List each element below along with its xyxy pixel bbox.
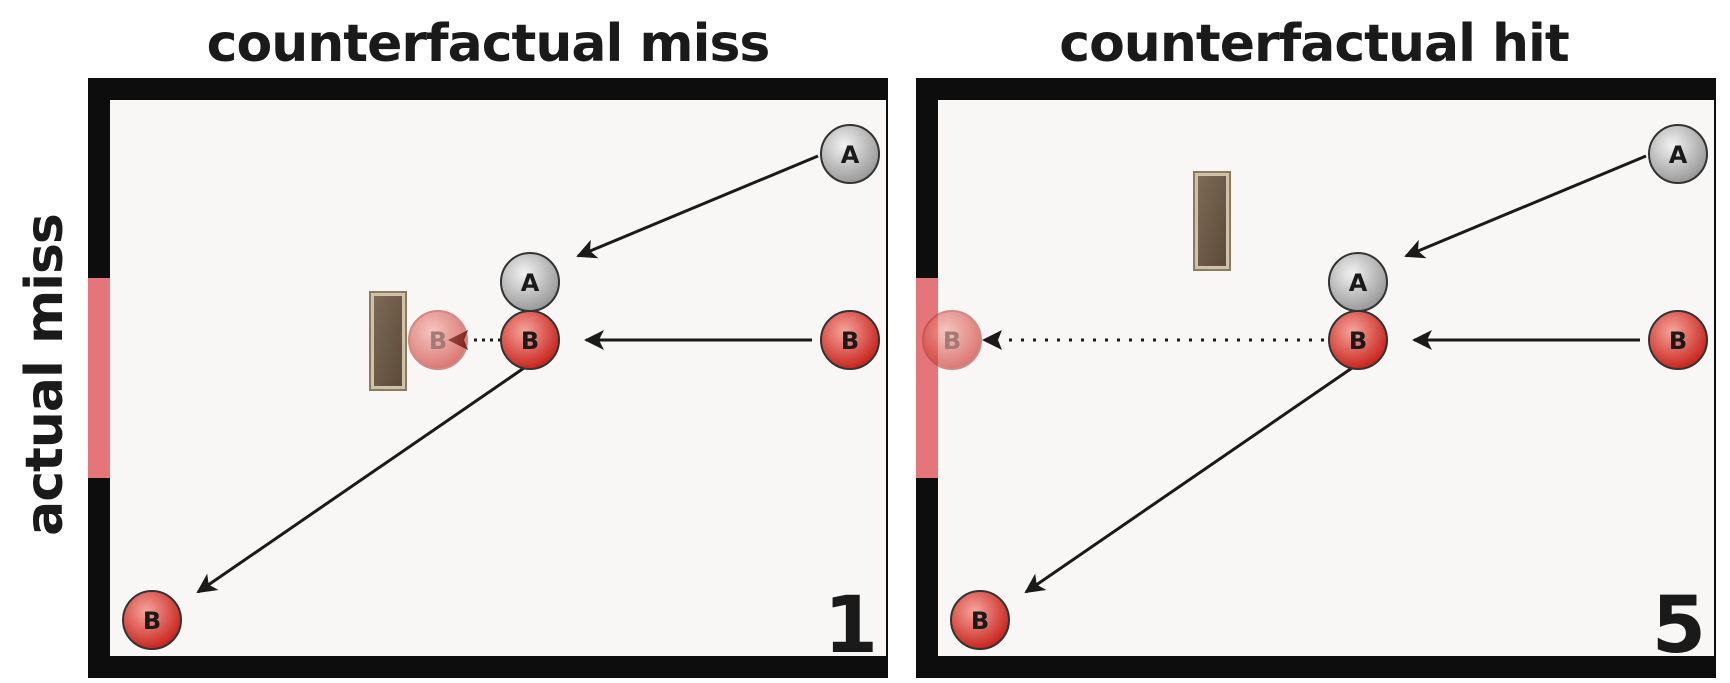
panel-counterfactual-miss: B A A B B B 1 xyxy=(88,78,888,678)
ball-b-end-label: B xyxy=(143,607,161,635)
column-title-counterfactual-miss: counterfactual miss xyxy=(206,14,771,74)
ball-a-collision: A xyxy=(1328,252,1388,312)
ball-b-start-label: B xyxy=(1669,327,1687,355)
ball-b-collision: B xyxy=(500,310,560,370)
arrow-counterfactual-head xyxy=(982,330,1002,350)
ball-a-collision: A xyxy=(500,252,560,312)
ball-a-start-label: A xyxy=(841,141,860,169)
ball-b-end: B xyxy=(122,590,182,650)
ball-a-start-label: A xyxy=(1669,141,1688,169)
obstacle xyxy=(369,291,407,391)
score-label: 1 xyxy=(824,581,878,671)
arrow-ball-b-deflected xyxy=(1024,366,1353,594)
ghost-ball-b: B xyxy=(922,310,982,370)
panel-counterfactual-hit: B A A B B B 5 xyxy=(916,78,1716,678)
arrow-ball-b-deflected xyxy=(196,366,525,594)
goal xyxy=(916,278,938,478)
column-title-counterfactual-hit: counterfactual hit xyxy=(1059,14,1570,74)
arrow-ball-a-path xyxy=(576,154,819,259)
ball-b-collision-label: B xyxy=(521,327,539,355)
ball-b-end-label: B xyxy=(971,607,989,635)
ball-a-collision-label: A xyxy=(1349,269,1368,297)
ball-a-collision-label: A xyxy=(521,269,540,297)
ball-a-start: A xyxy=(1648,124,1708,184)
ball-b-start: B xyxy=(820,310,880,370)
obstacle xyxy=(1193,171,1231,271)
ball-b-end: B xyxy=(950,590,1010,650)
ghost-ball-b-label: B xyxy=(429,327,447,355)
ball-b-collision-label: B xyxy=(1349,327,1367,355)
ghost-ball-b-label: B xyxy=(943,327,961,355)
score-label: 5 xyxy=(1652,581,1706,671)
goal xyxy=(88,278,110,478)
arrow-ball-a-path xyxy=(1404,154,1647,259)
ball-a-start: A xyxy=(820,124,880,184)
row-label-text: actual miss xyxy=(15,214,75,536)
ghost-ball-b: B xyxy=(408,310,468,370)
ball-b-collision: B xyxy=(1328,310,1388,370)
ball-b-start: B xyxy=(1648,310,1708,370)
ball-b-start-label: B xyxy=(841,327,859,355)
row-label-actual-miss: actual miss xyxy=(0,214,90,536)
